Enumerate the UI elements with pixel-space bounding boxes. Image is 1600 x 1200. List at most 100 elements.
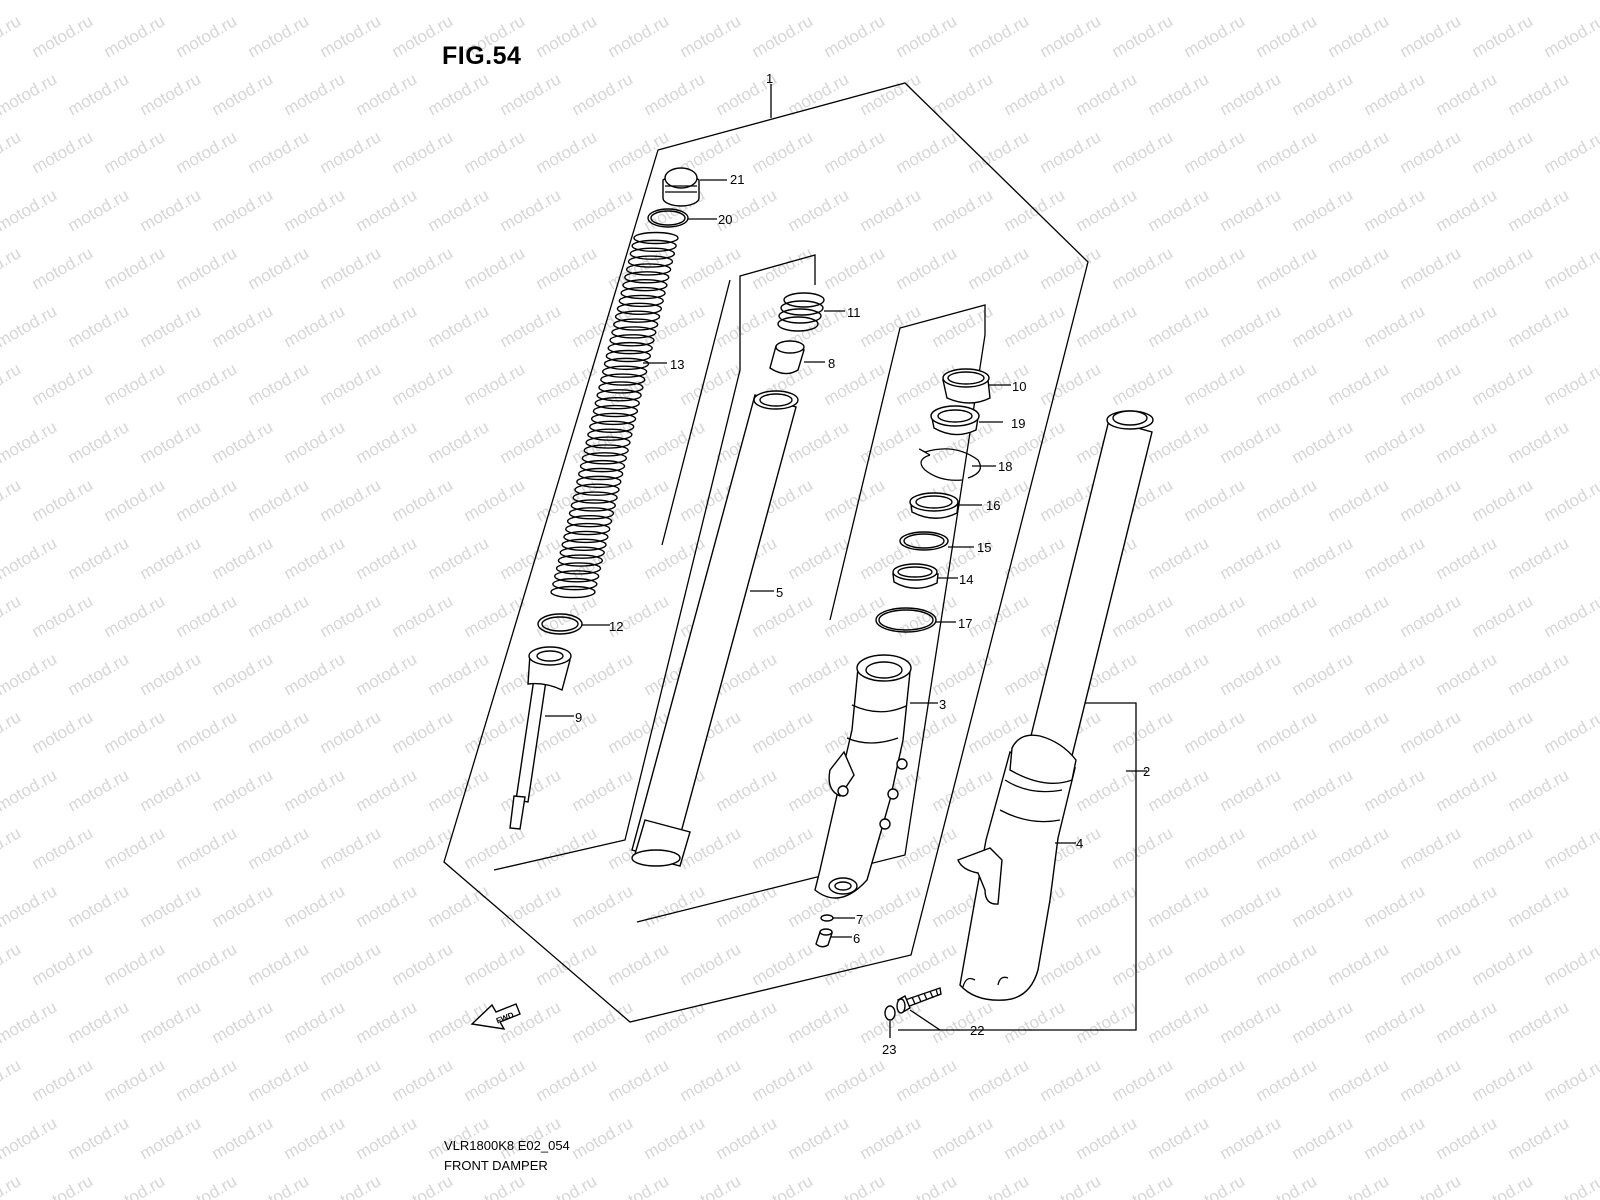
fork-slider bbox=[814, 654, 912, 899]
watermark-text: motod.ru bbox=[245, 707, 313, 757]
callout-7: 7 bbox=[856, 912, 863, 927]
watermark-text: motod.ru bbox=[677, 1055, 745, 1105]
watermark-text: motod.ru bbox=[1325, 939, 1393, 989]
watermark-text: motod.ru bbox=[317, 475, 385, 525]
watermark-text: motod.ru bbox=[1361, 765, 1429, 815]
watermark-text: motod.ru bbox=[461, 359, 529, 409]
watermark-text: motod.ru bbox=[785, 417, 853, 467]
watermark-text: motod.ru bbox=[209, 997, 277, 1047]
watermark-text: motod.ru bbox=[893, 939, 961, 989]
watermark-text: motod.ru bbox=[461, 823, 529, 873]
watermark-text: motod.ru bbox=[101, 359, 169, 409]
watermark-text: motod.ru bbox=[317, 127, 385, 177]
watermark-text: motod.ru bbox=[1217, 997, 1285, 1047]
watermark-text: motod.ru bbox=[1325, 359, 1393, 409]
watermark-text: motod.ru bbox=[389, 591, 457, 641]
watermark-text: motod.ru bbox=[245, 1055, 313, 1105]
watermark-text: motod.ru bbox=[893, 243, 961, 293]
spring-coil bbox=[555, 562, 602, 575]
watermark-text: motod.ru bbox=[1217, 69, 1285, 119]
watermark-text: motod.ru bbox=[1433, 417, 1501, 467]
watermark-text: motod.ru bbox=[137, 185, 205, 235]
watermark-text: motod.ru bbox=[389, 359, 457, 409]
spring-coil bbox=[607, 341, 653, 355]
watermark-text: motod.ru bbox=[281, 997, 349, 1047]
watermark-text: motod.ru bbox=[1469, 1055, 1537, 1105]
spring-coil bbox=[585, 436, 631, 449]
watermark-text: motod.ru bbox=[353, 417, 421, 467]
watermark-text: motod.ru bbox=[245, 127, 313, 177]
spring-coil bbox=[601, 365, 648, 378]
watermark-text: motod.ru bbox=[0, 591, 24, 641]
watermark-text: motod.ru bbox=[569, 997, 637, 1047]
watermark-text: motod.ru bbox=[605, 1055, 673, 1105]
watermark-text: motod.ru bbox=[1253, 475, 1321, 525]
watermark-text: motod.ru bbox=[1073, 301, 1141, 351]
watermark-text: motod.ru bbox=[1073, 997, 1141, 1047]
watermark-text: motod.ru bbox=[713, 0, 781, 3]
watermark-text: motod.ru bbox=[389, 127, 457, 177]
spring-coil bbox=[629, 247, 676, 260]
spring-coil bbox=[618, 294, 664, 308]
watermark-text: motod.ru bbox=[1541, 1055, 1600, 1105]
watermark-text: motod.ru bbox=[1109, 1171, 1177, 1200]
watermark-text: motod.ru bbox=[425, 881, 493, 931]
callout-19: 19 bbox=[1011, 416, 1025, 431]
watermark-text: motod.ru bbox=[785, 1113, 853, 1163]
watermark-text: motod.ru bbox=[497, 417, 565, 467]
watermark-text: motod.ru bbox=[1289, 417, 1357, 467]
watermark-text: motod.ru bbox=[29, 475, 97, 525]
watermark-text: motod.ru bbox=[1325, 707, 1393, 757]
watermark-text: motod.ru bbox=[569, 765, 637, 815]
watermark-text: motod.ru bbox=[857, 0, 925, 3]
oil-seal-stopper-ring bbox=[918, 448, 982, 481]
watermark-text: motod.ru bbox=[173, 475, 241, 525]
watermark-text: motod.ru bbox=[893, 591, 961, 641]
watermark-text: motod.ru bbox=[425, 417, 493, 467]
callout-2: 2 bbox=[1143, 764, 1150, 779]
watermark-text: motod.ru bbox=[677, 359, 745, 409]
spring-coil bbox=[622, 279, 668, 292]
watermark-text: motod.ru bbox=[137, 997, 205, 1047]
watermark-text: motod.ru bbox=[1109, 11, 1177, 61]
callout-3: 3 bbox=[939, 697, 946, 712]
watermark-text: motod.ru bbox=[0, 475, 24, 525]
watermark-text: motod.ru bbox=[137, 881, 205, 931]
watermark-text: motod.ru bbox=[101, 11, 169, 61]
callout-13: 13 bbox=[670, 357, 684, 372]
watermark-text: motod.ru bbox=[1397, 823, 1465, 873]
watermark-text: motod.ru bbox=[317, 823, 385, 873]
watermark-text: motod.ru bbox=[65, 997, 133, 1047]
watermark-text: motod.ru bbox=[245, 1171, 313, 1200]
watermark-text: motod.ru bbox=[785, 533, 853, 583]
watermark-text: motod.ru bbox=[0, 127, 24, 177]
watermark-text: motod.ru bbox=[281, 649, 349, 699]
watermark-text: motod.ru bbox=[461, 939, 529, 989]
watermark-text: motod.ru bbox=[1361, 69, 1429, 119]
watermark-text: motod.ru bbox=[1469, 243, 1537, 293]
watermark-text: motod.ru bbox=[1361, 301, 1429, 351]
spring-coil bbox=[592, 404, 639, 418]
watermark-text: motod.ru bbox=[569, 185, 637, 235]
watermark-text: motod.ru bbox=[1433, 997, 1501, 1047]
watermark-text: motod.ru bbox=[1361, 997, 1429, 1047]
watermark-text: motod.ru bbox=[929, 185, 997, 235]
watermark-text: motod.ru bbox=[605, 11, 673, 61]
watermark-text: motod.ru bbox=[281, 185, 349, 235]
forward-arrow-icon: FWD bbox=[470, 1003, 521, 1030]
watermark-text: motod.ru bbox=[1397, 1055, 1465, 1105]
watermark-text: motod.ru bbox=[785, 649, 853, 699]
watermark-text: motod.ru bbox=[281, 765, 349, 815]
oil-lock-piece bbox=[769, 340, 805, 375]
watermark-text: motod.ru bbox=[65, 881, 133, 931]
watermark-text: motod.ru bbox=[1505, 649, 1573, 699]
watermark-text: motod.ru bbox=[893, 11, 961, 61]
watermark-text: motod.ru bbox=[1145, 301, 1213, 351]
spring-coil bbox=[590, 412, 637, 426]
watermark-text: motod.ru bbox=[1505, 881, 1573, 931]
watermark-text: motod.ru bbox=[1109, 243, 1177, 293]
watermark-text: motod.ru bbox=[1073, 881, 1141, 931]
watermark-text: motod.ru bbox=[1073, 0, 1141, 3]
